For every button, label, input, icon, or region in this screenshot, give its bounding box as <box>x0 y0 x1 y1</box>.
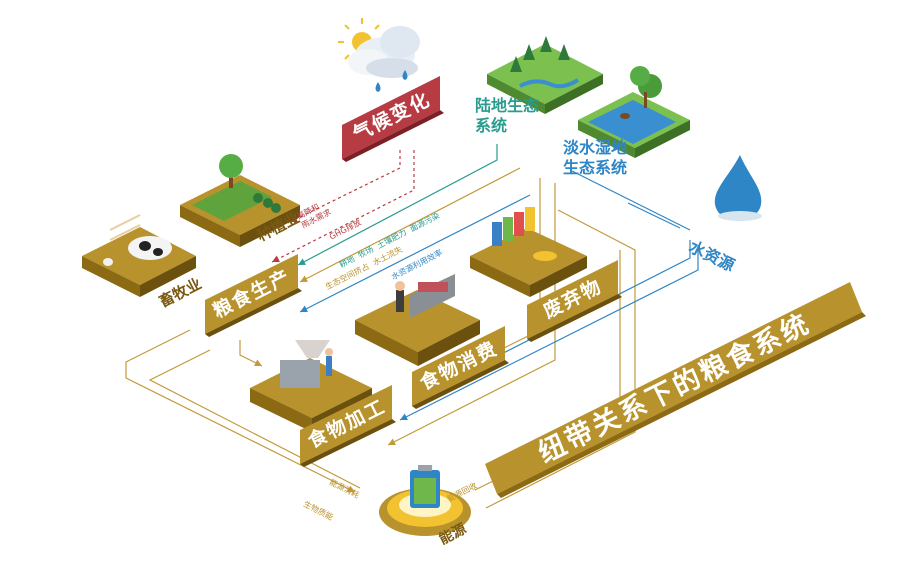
wetland-ecosystem-line-2: 生态系统 <box>563 158 628 177</box>
food-processing-plate <box>300 385 396 467</box>
crop-tile <box>180 154 300 247</box>
land-ecosystem-label: 陆地生态 系统 <box>475 96 539 136</box>
waste-tile <box>470 207 587 297</box>
food-consumption-tile <box>355 274 480 366</box>
land-ecosystem-line-1: 陆地生态 <box>475 96 540 115</box>
wetland-ecosystem-label: 淡水湿地 生态系统 <box>563 138 627 178</box>
land-ecosystem-tile <box>487 36 603 114</box>
climate-plate <box>342 76 444 162</box>
livestock-tile <box>82 214 196 297</box>
wetland-ecosystem-line-1: 淡水湿地 <box>563 138 628 157</box>
waste-plate <box>527 260 622 342</box>
rain-cloud-icon <box>348 26 420 92</box>
water-drop-icon <box>714 155 762 221</box>
battery-icon <box>379 465 471 536</box>
wetland-ecosystem-tile <box>578 66 690 158</box>
land-ecosystem-line-2: 系统 <box>475 116 508 135</box>
food-consumption-plate <box>412 326 509 409</box>
food-production-plate <box>205 254 302 337</box>
land-ecosystem-flow-lines <box>297 144 498 266</box>
climate-flow-lines <box>271 150 415 263</box>
title-banner <box>485 282 866 498</box>
